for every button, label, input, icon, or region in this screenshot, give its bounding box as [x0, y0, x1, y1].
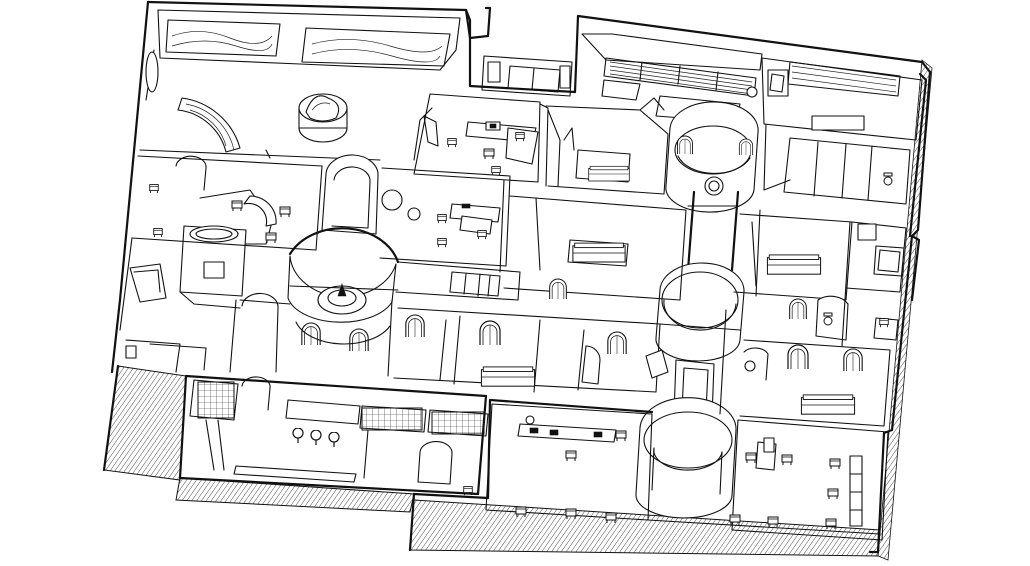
chair-icon [279, 206, 291, 218]
stool-icon [310, 430, 322, 446]
chair-icon [781, 454, 793, 466]
left-rooms [125, 155, 323, 373]
bed-icon [480, 366, 536, 387]
chair-icon [827, 488, 839, 500]
hatched-base-bottom-left [175, 477, 415, 513]
chair-icon [477, 230, 487, 240]
mirror [145, 51, 159, 93]
arched-window [607, 331, 627, 355]
chair-icon [447, 138, 457, 148]
office-room [413, 93, 561, 187]
work-area [379, 167, 521, 301]
hatched-base-left [102, 364, 187, 481]
meeting-hall [408, 398, 889, 552]
stool-icon [328, 432, 340, 448]
curved-bar-counter [177, 97, 241, 153]
chair-icon [231, 200, 243, 212]
bench-icon [233, 465, 357, 483]
bed-icon [800, 394, 856, 415]
bed-icon [588, 165, 630, 182]
room-row-lower [393, 307, 891, 427]
chair-icon [437, 238, 447, 248]
sculpture [298, 93, 348, 143]
arched-window [676, 135, 694, 155]
chair-icon [265, 232, 277, 244]
rotunda-fountain [287, 154, 400, 352]
arched-window [349, 328, 369, 352]
rotunda-top [665, 101, 759, 213]
chair-icon [491, 166, 501, 176]
chair-icon [149, 184, 159, 194]
armchair [129, 263, 167, 303]
corridor-vertical [686, 190, 740, 272]
arched-window [549, 278, 567, 300]
hatched-base-right [877, 59, 933, 561]
arched-window [738, 138, 754, 156]
arched-window [843, 348, 863, 372]
kitchen-bar [178, 374, 489, 496]
chair-icon [483, 148, 495, 160]
top-right-suite [581, 33, 923, 205]
chair-icon [879, 318, 889, 328]
arched-window [789, 298, 807, 320]
room-row-middle [503, 195, 907, 341]
elevator-bay [481, 55, 573, 97]
sink-icon [203, 261, 225, 279]
arched-window [787, 344, 809, 370]
grand-lounge [139, 9, 461, 161]
reception-counter [517, 423, 617, 443]
bed-icon [572, 242, 626, 263]
arched-window [405, 314, 425, 338]
chair-icon [565, 450, 577, 462]
rotunda-middle [655, 262, 745, 362]
bench-icon [849, 455, 863, 527]
chair-icon [437, 214, 447, 224]
partitions [119, 179, 851, 415]
arched-window [479, 320, 501, 346]
arched-window [301, 322, 321, 346]
shelf-icon [197, 381, 235, 419]
chair-icon [153, 228, 163, 238]
bathtub [189, 225, 239, 243]
stool-icon [292, 428, 304, 444]
bed-icon [766, 254, 822, 275]
chair-icon [829, 458, 841, 470]
toilet-icon [823, 312, 833, 326]
chair-icon [615, 430, 627, 442]
kitchen-island [285, 399, 361, 425]
chair-icon [745, 452, 757, 464]
room-row-upper [545, 97, 669, 195]
toilet-icon [883, 172, 893, 186]
rotunda-bottom [635, 359, 737, 519]
